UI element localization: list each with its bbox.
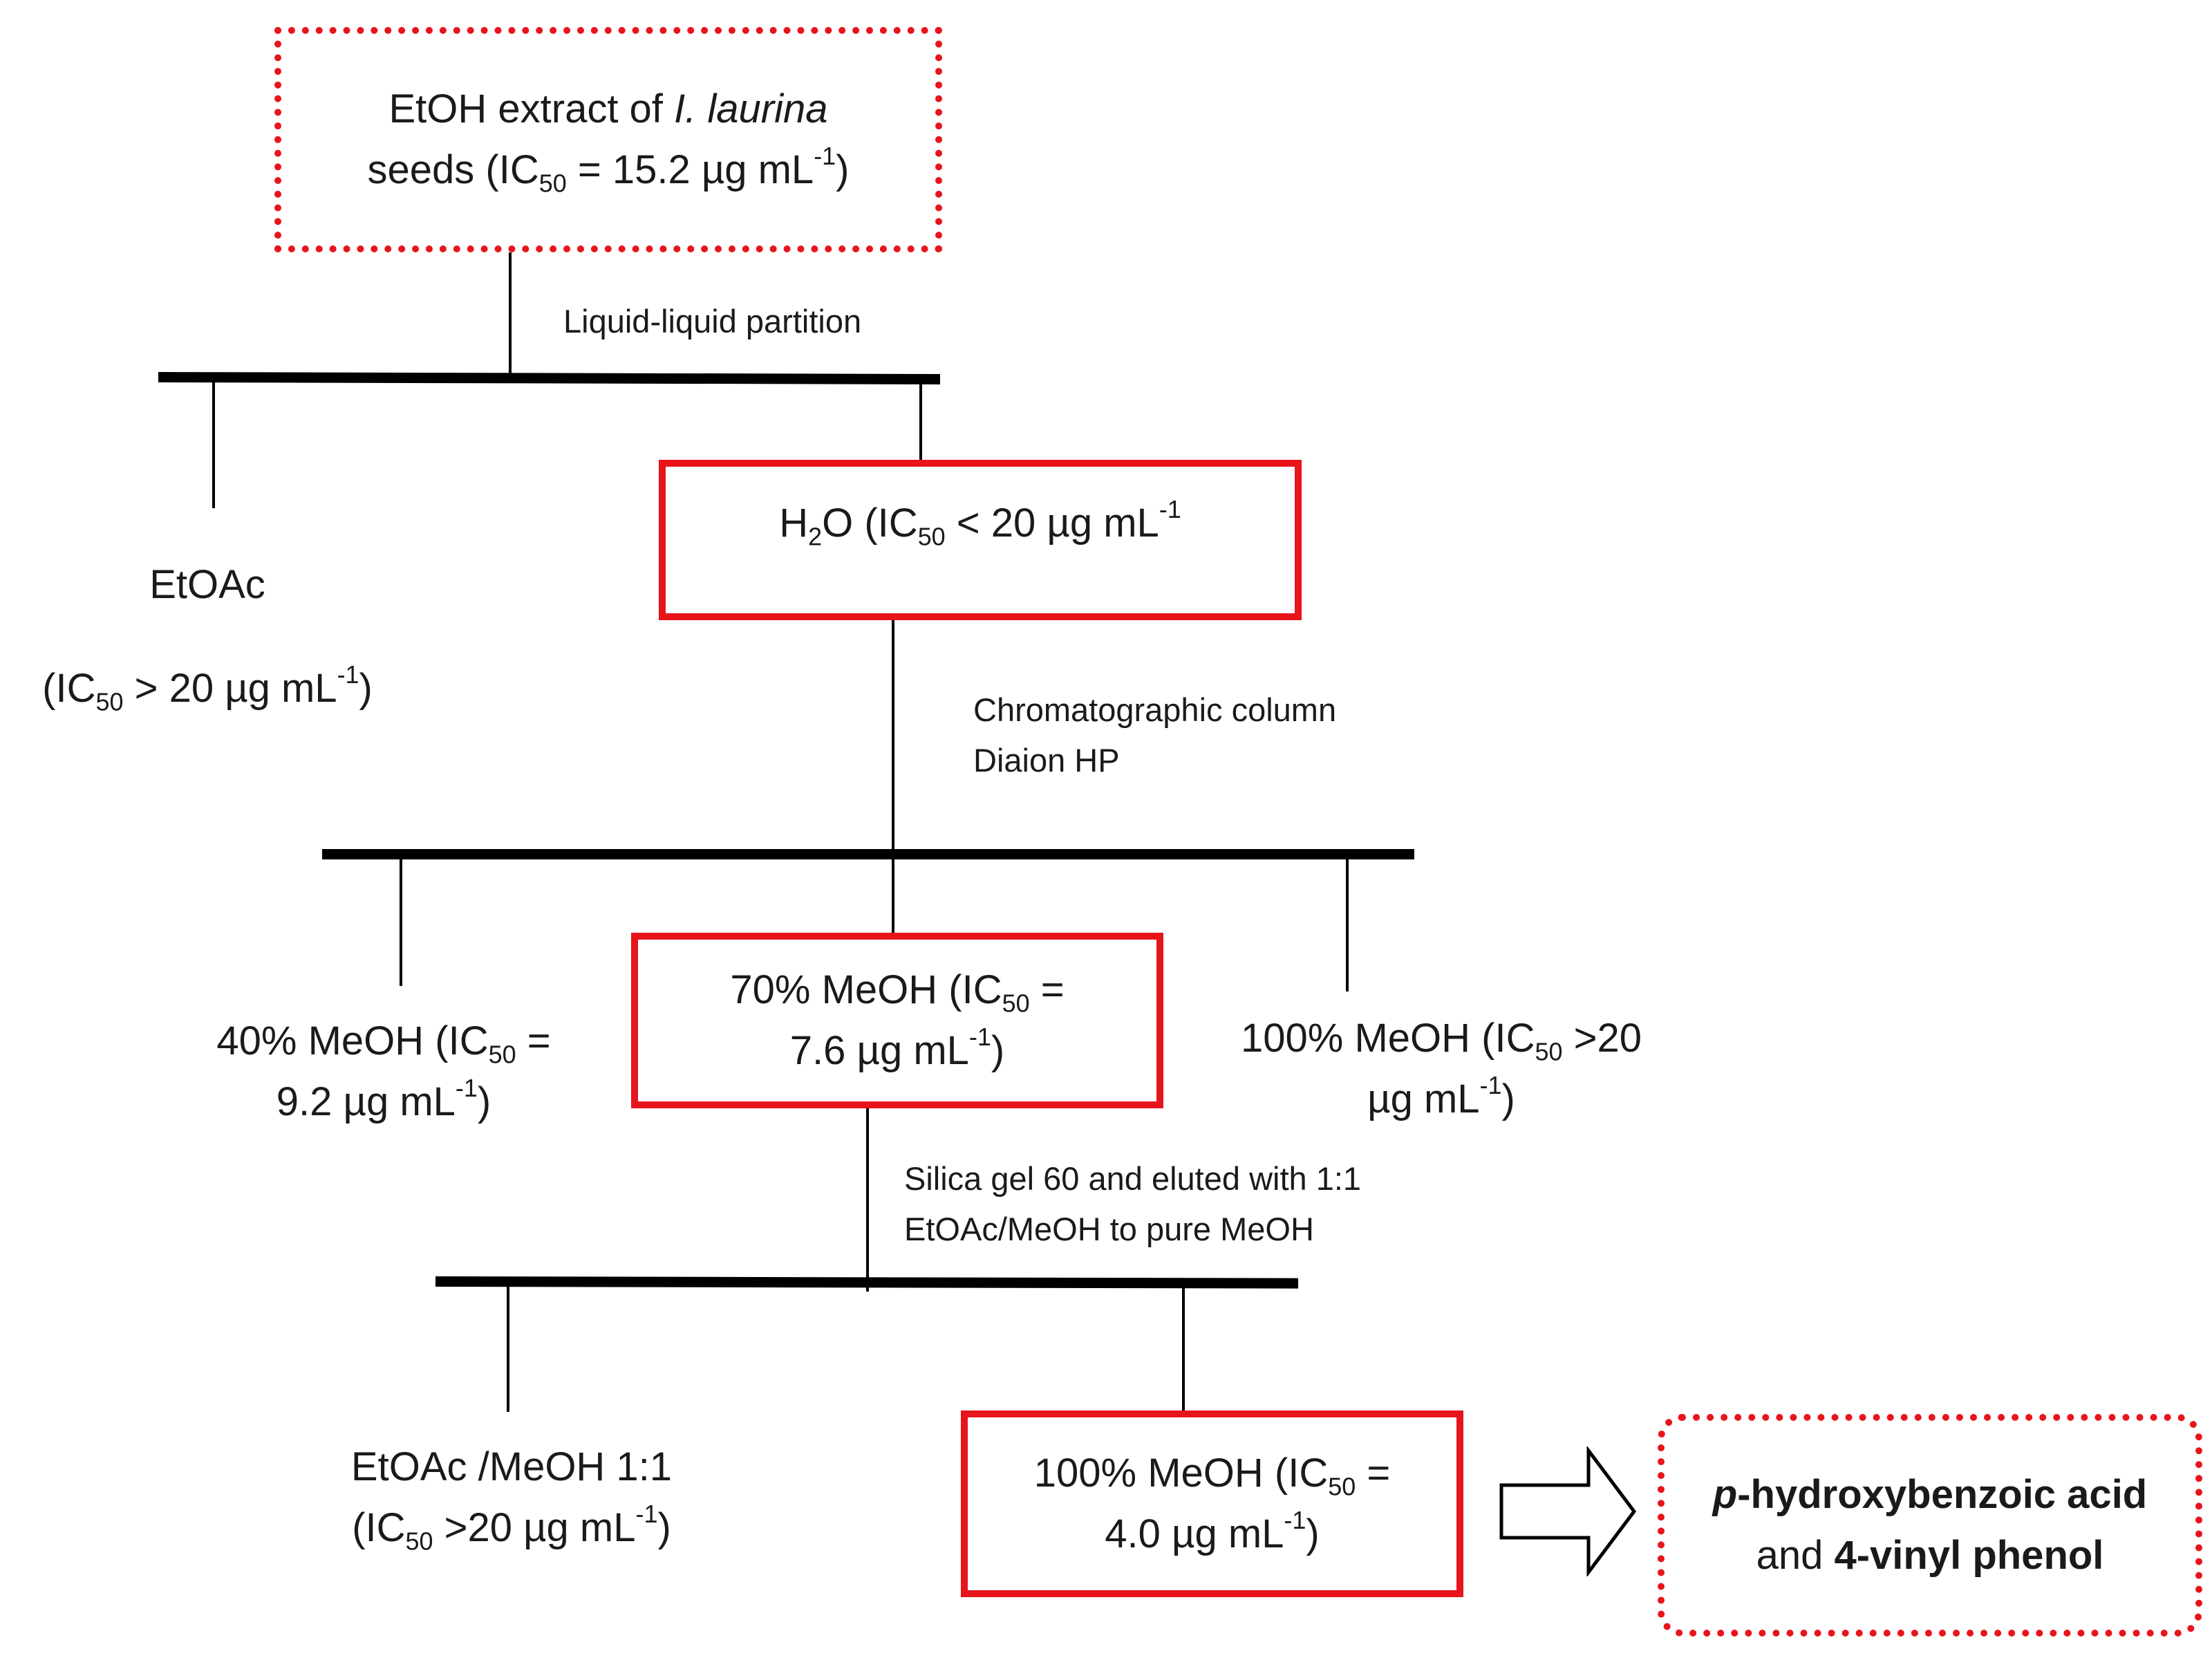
connector-to-etoac [212,377,215,508]
extract-line-2: seeds (IC50 = 15.2 µg mL-1) [367,142,850,198]
extract-line-1: EtOH extract of I. laurina [388,86,828,131]
result-box: p-hydroxybenzoic acid and 4-vinyl phenol [1658,1414,2202,1637]
connector-extract-down [509,249,512,377]
step-column-1: Chromatographic column [973,691,1337,728]
connector-to-h2o [919,377,922,470]
meoh40-label: 40% MeOH (IC50 = 9.2 µg mL-1) [216,1018,551,1124]
meoh100a-label: 100% MeOH (IC50 >20 µg mL-1) [1241,1016,1642,1121]
meoh70-box: 70% MeOH (IC50 = 7.6 µg mL-1) [631,933,1163,1108]
connector-to-meoh40 [400,855,402,986]
h2o-box: H2O (IC50 < 20 µg mL-1 [659,460,1302,620]
connector-to-meoh100a [1346,855,1349,991]
extract-box: EtOH extract of I. laurina seeds (IC50 =… [274,27,942,252]
step-partition: Liquid-liquid partition [563,303,862,339]
connector-to-etoac-meoh [507,1283,509,1412]
step-silica-1: Silica gel 60 and eluted with 1:1 [904,1160,1362,1197]
meoh100b-box: 100% MeOH (IC50 = 4.0 µg mL-1) [961,1410,1463,1597]
column-bar [322,849,1414,859]
step-column-2: Diaion HP [973,742,1120,779]
result-arrow-icon [1499,1446,1637,1576]
partition-bar [158,372,941,384]
result-line-2: and 4-vinyl phenol [1756,1533,2104,1578]
step-silica-2: EtOAc/MeOH to pure MeOH [904,1211,1314,1247]
h2o-label: H2O (IC50 < 20 µg mL-1 [779,495,1181,551]
result-line-1: p-hydroxybenzoic acid [1712,1472,2148,1517]
meoh100b-line-2: 4.0 µg mL-1) [1105,1506,1320,1556]
connector-meoh70-down [866,1105,869,1292]
meoh70-line-2: 7.6 µg mL-1) [789,1023,1005,1073]
meoh70-line-1: 70% MeOH (IC50 = [730,967,1065,1018]
connector-to-meoh100b [1182,1283,1185,1415]
silica-bar [435,1276,1299,1289]
connector-h2o-down [892,617,894,859]
connector-to-meoh70 [892,855,894,938]
etoac-meoh-label: EtOAc /MeOH 1:1 (IC50 >20 µg mL-1) [350,1444,673,1556]
species-name: I. laurina [674,86,828,131]
etoac-label: EtOAc (IC50 > 20 µg mL-1) [42,562,373,716]
meoh100b-line-1: 100% MeOH (IC50 = [1033,1451,1391,1501]
